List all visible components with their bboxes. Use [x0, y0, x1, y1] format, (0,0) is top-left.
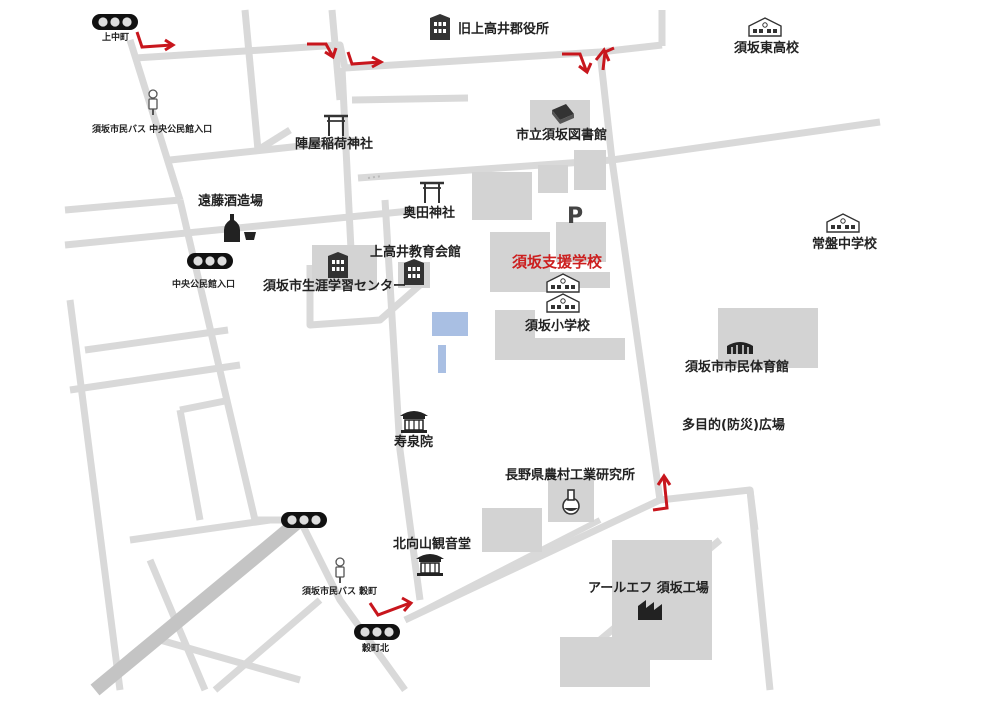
label-lifelong-learning-center: 須坂市生涯学習センター: [262, 278, 406, 294]
main-diagonal-road: [90, 514, 305, 696]
sake-bottle-icon: [224, 214, 256, 242]
label-library: 市立須坂図書館: [516, 127, 607, 143]
book-icon: [552, 104, 574, 124]
civic-building-icon: [328, 252, 348, 278]
label-gymnasium: 須坂市市民体育館: [684, 359, 789, 375]
civic-building-icon: [404, 259, 424, 285]
flask-icon: [562, 489, 580, 515]
footpath: [367, 175, 383, 179]
label-agri-research: 長野県農村工業研究所: [505, 467, 635, 483]
label-okuda-shrine: 奥田神社: [403, 205, 455, 221]
traffic-light-icon: [187, 253, 233, 269]
label-kami-naka-machi: 上中町: [102, 31, 129, 43]
gymnasium-icon: [727, 342, 753, 354]
traffic-light-icon: [281, 512, 327, 528]
label-kokumachi-kita: 穀町北: [362, 642, 389, 654]
road-horizontal-middle: [403, 517, 602, 623]
label-suzaka-higashi-hs: 須坂東高校: [733, 40, 800, 56]
label-kamitakai-kyoiku-kaikan: 上高井教育会館: [370, 244, 461, 260]
traffic-light-icon: [354, 624, 400, 640]
civic-building-icon: [430, 14, 450, 40]
torii-icon: [418, 181, 446, 205]
route-arrows: [135, 31, 672, 617]
label-tokiwa-jhs: 常盤中学校: [812, 236, 878, 252]
label-endo-sake: 遠藤酒造場: [198, 193, 263, 209]
label-suzaka-elementary: 須坂小学校: [524, 318, 591, 334]
road-network: [64, 9, 881, 693]
bus-stop-icon: [335, 557, 345, 584]
label-chuo-kominkan-iriguchi: 中央公民館入口: [172, 278, 235, 290]
school-icon: [546, 293, 580, 313]
label-kitamukai-kannon: 北向山観音堂: [393, 536, 471, 552]
label-rf-factory: アールエフ 須坂工場: [588, 580, 709, 596]
label-bus-kokumachi: 須坂市民バス 穀町: [301, 585, 377, 597]
school-icon: [826, 213, 860, 233]
parking-label: P: [567, 204, 583, 229]
label-jusenin: 寿泉院: [394, 434, 433, 450]
pool: [432, 312, 468, 336]
traffic-light-icon: [92, 14, 138, 30]
label-tamokuteki-hiroba: 多目的(防災)広場: [682, 417, 785, 433]
label-kyu-kamitakai-gunyakusho: 旧上高井郡役所: [458, 21, 549, 37]
label-target-school: 須坂支援学校: [511, 253, 603, 271]
school-icon: [748, 17, 782, 37]
pool-small: [438, 345, 446, 373]
buildings: [312, 100, 818, 687]
temple-icon: [415, 553, 445, 577]
label-jinya-inari: 陣屋稲荷神社: [295, 136, 373, 152]
factory-icon: [638, 600, 662, 620]
temple-icon: [399, 410, 429, 434]
label-bus-chuo-kominkan: 須坂市民バス 中央公民館入口: [91, 123, 212, 135]
